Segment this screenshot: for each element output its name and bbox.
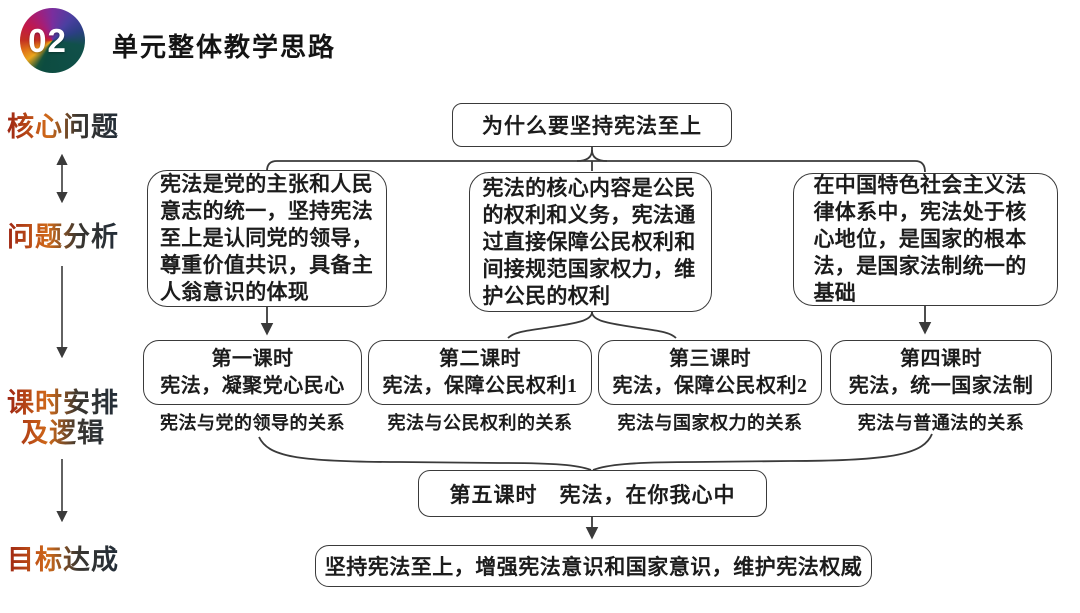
goal-box: 坚持宪法至上，增强宪法意识和国家意识，维护宪法权威 xyxy=(315,545,872,587)
lessons-merge-connector xyxy=(258,433,933,471)
lesson3-caption: 宪法与国家权力的关系 xyxy=(617,413,803,433)
analysis-middle-split-connector xyxy=(507,311,677,339)
lesson1-box: 第一课时 宪法，凝聚党心民心 xyxy=(143,340,362,405)
analysis-box-party-will: 宪法是党的主张和人民意志的统一，坚持宪法至上是认同党的领导，尊重价值共识，具备主… xyxy=(147,170,387,307)
lesson2-title: 第二课时 xyxy=(439,347,521,370)
lesson3-box: 第三课时 宪法，保障公民权利2 xyxy=(598,340,822,405)
rail-label-problem-analysis: 问题分析 xyxy=(2,222,124,252)
lesson1-caption: 宪法与党的领导的关系 xyxy=(160,413,345,433)
analysis-box-legal-system-text: 在中国特色社会主义法律体系中，宪法处于核心地位，是国家的根本法，是国家法制统一的… xyxy=(813,173,1027,305)
rail-label-lesson-arrangement-line2: 及逻辑 xyxy=(21,418,105,448)
analysis-box-citizen-rights: 宪法的核心内容是公民的权利和义务，宪法通过直接保障公民权利和间接规范国家权力，维… xyxy=(469,172,712,312)
rail-label-lesson-arrangement-line1: 课时安排 xyxy=(7,388,119,418)
lesson5-box: 第五课时 宪法，在你我心中 xyxy=(418,470,767,517)
analysis-box-party-will-text: 宪法是党的主张和人民意志的统一，坚持宪法至上是认同党的领导，尊重价值共识，具备主… xyxy=(160,172,373,304)
analysis-box-citizen-rights-text: 宪法的核心内容是公民的权利和义务，宪法通过直接保障公民权利和间接规范国家权力，维… xyxy=(482,175,696,308)
lesson3-subtitle: 宪法，保障公民权利2 xyxy=(612,374,808,397)
lesson1-title: 第一课时 xyxy=(211,347,294,370)
lesson2-box: 第二课时 宪法，保障公民权利1 xyxy=(368,340,592,405)
lesson4-subtitle: 宪法，统一国家法制 xyxy=(848,374,1034,397)
root-fanout-connector xyxy=(266,147,926,173)
lesson4-title: 第四课时 xyxy=(900,347,982,370)
page-title: 单元整体教学思路 xyxy=(112,32,337,62)
rail-label-lesson-arrangement: 课时安排 及逻辑 xyxy=(2,388,124,448)
analysis-box-legal-system: 在中国特色社会主义法律体系中，宪法处于核心地位，是国家的根本法，是国家法制统一的… xyxy=(793,173,1058,306)
lesson4-box: 第四课时 宪法，统一国家法制 xyxy=(830,340,1052,405)
rail-label-core-question: 核心问题 xyxy=(2,112,124,142)
lesson4-caption: 宪法与普通法的关系 xyxy=(857,413,1025,433)
section-number: 02 xyxy=(28,21,67,59)
lesson2-subtitle: 宪法，保障公民权利1 xyxy=(382,374,578,397)
lesson3-title: 第三课时 xyxy=(669,347,751,370)
lesson2-caption: 宪法与公民权利的关系 xyxy=(387,413,573,433)
root-question-box: 为什么要坚持宪法至上 xyxy=(452,103,732,147)
section-number-badge: 02 xyxy=(20,8,85,73)
rail-label-goal-achievement: 目标达成 xyxy=(2,545,124,575)
lesson1-subtitle: 宪法，凝聚党心民心 xyxy=(160,374,345,397)
